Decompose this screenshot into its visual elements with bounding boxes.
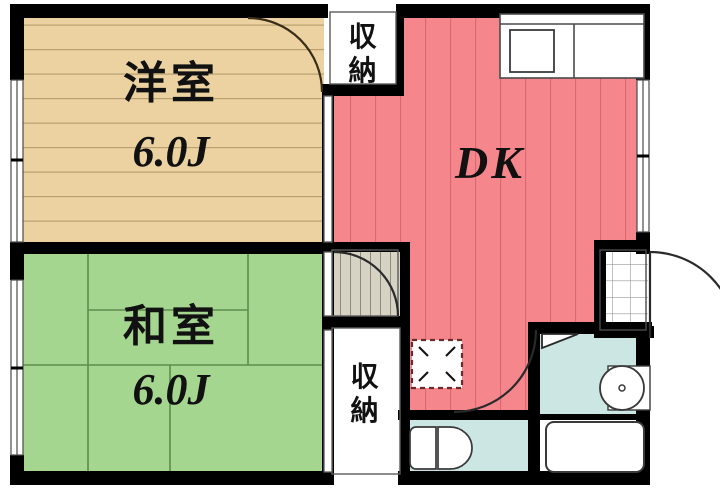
wall-between-rooms bbox=[10, 242, 334, 254]
wall-top-left bbox=[10, 4, 328, 18]
tatami-joints bbox=[18, 252, 324, 477]
wall-bottom-right bbox=[398, 471, 650, 485]
window-dk-east bbox=[636, 79, 650, 233]
windows bbox=[10, 79, 650, 456]
closet-top-floor bbox=[330, 12, 398, 92]
closet-mid-floor bbox=[330, 325, 408, 477]
bathtub bbox=[545, 421, 645, 473]
genkan-floor bbox=[600, 250, 648, 336]
wall-bottom-left bbox=[10, 471, 330, 485]
opening-yoshitsu-closet bbox=[323, 95, 333, 243]
opening-washitsu-hall bbox=[323, 251, 333, 317]
wall-left-upper bbox=[10, 4, 24, 80]
door-genkan-arc bbox=[649, 250, 720, 291]
yoshitsu-floor bbox=[18, 12, 324, 242]
toilet-fixture bbox=[409, 426, 473, 470]
door-entry-closet-arc bbox=[333, 250, 400, 317]
entry-closet-floor bbox=[330, 248, 408, 320]
wall-washroom-left bbox=[528, 322, 540, 485]
door-yoshitsu-arc bbox=[247, 16, 324, 93]
openings bbox=[323, 95, 333, 473]
wall-dk-bottom-left bbox=[398, 410, 538, 420]
wall-closet-top-bottom bbox=[322, 84, 402, 96]
floor-hatch bbox=[410, 338, 464, 390]
genkan-hall-floor bbox=[648, 246, 704, 338]
kitchen-counter bbox=[499, 13, 645, 79]
wall-entry-closet-bottom bbox=[322, 316, 408, 328]
wall-bath-top bbox=[540, 414, 650, 420]
door-dk-hall-arc bbox=[453, 329, 538, 414]
doors bbox=[247, 16, 720, 414]
fixtures bbox=[409, 13, 651, 473]
wash-basin bbox=[599, 365, 651, 411]
closet-top-outline bbox=[329, 11, 397, 85]
wall-washroom-top bbox=[528, 322, 652, 334]
washing-machine-marker bbox=[541, 333, 579, 350]
window-washitsu-west bbox=[10, 279, 24, 456]
wall-entry-closet-top bbox=[322, 242, 408, 252]
wall-closet-top-right bbox=[396, 4, 404, 96]
opening-washitsu-lower bbox=[323, 329, 333, 473]
wall-closet-mid-right bbox=[400, 242, 410, 485]
wall-dk-genkan-stub bbox=[636, 240, 650, 254]
kitchen-sink bbox=[509, 29, 555, 73]
genkan-detail bbox=[599, 249, 647, 331]
window-yoshitsu-west bbox=[10, 79, 24, 243]
